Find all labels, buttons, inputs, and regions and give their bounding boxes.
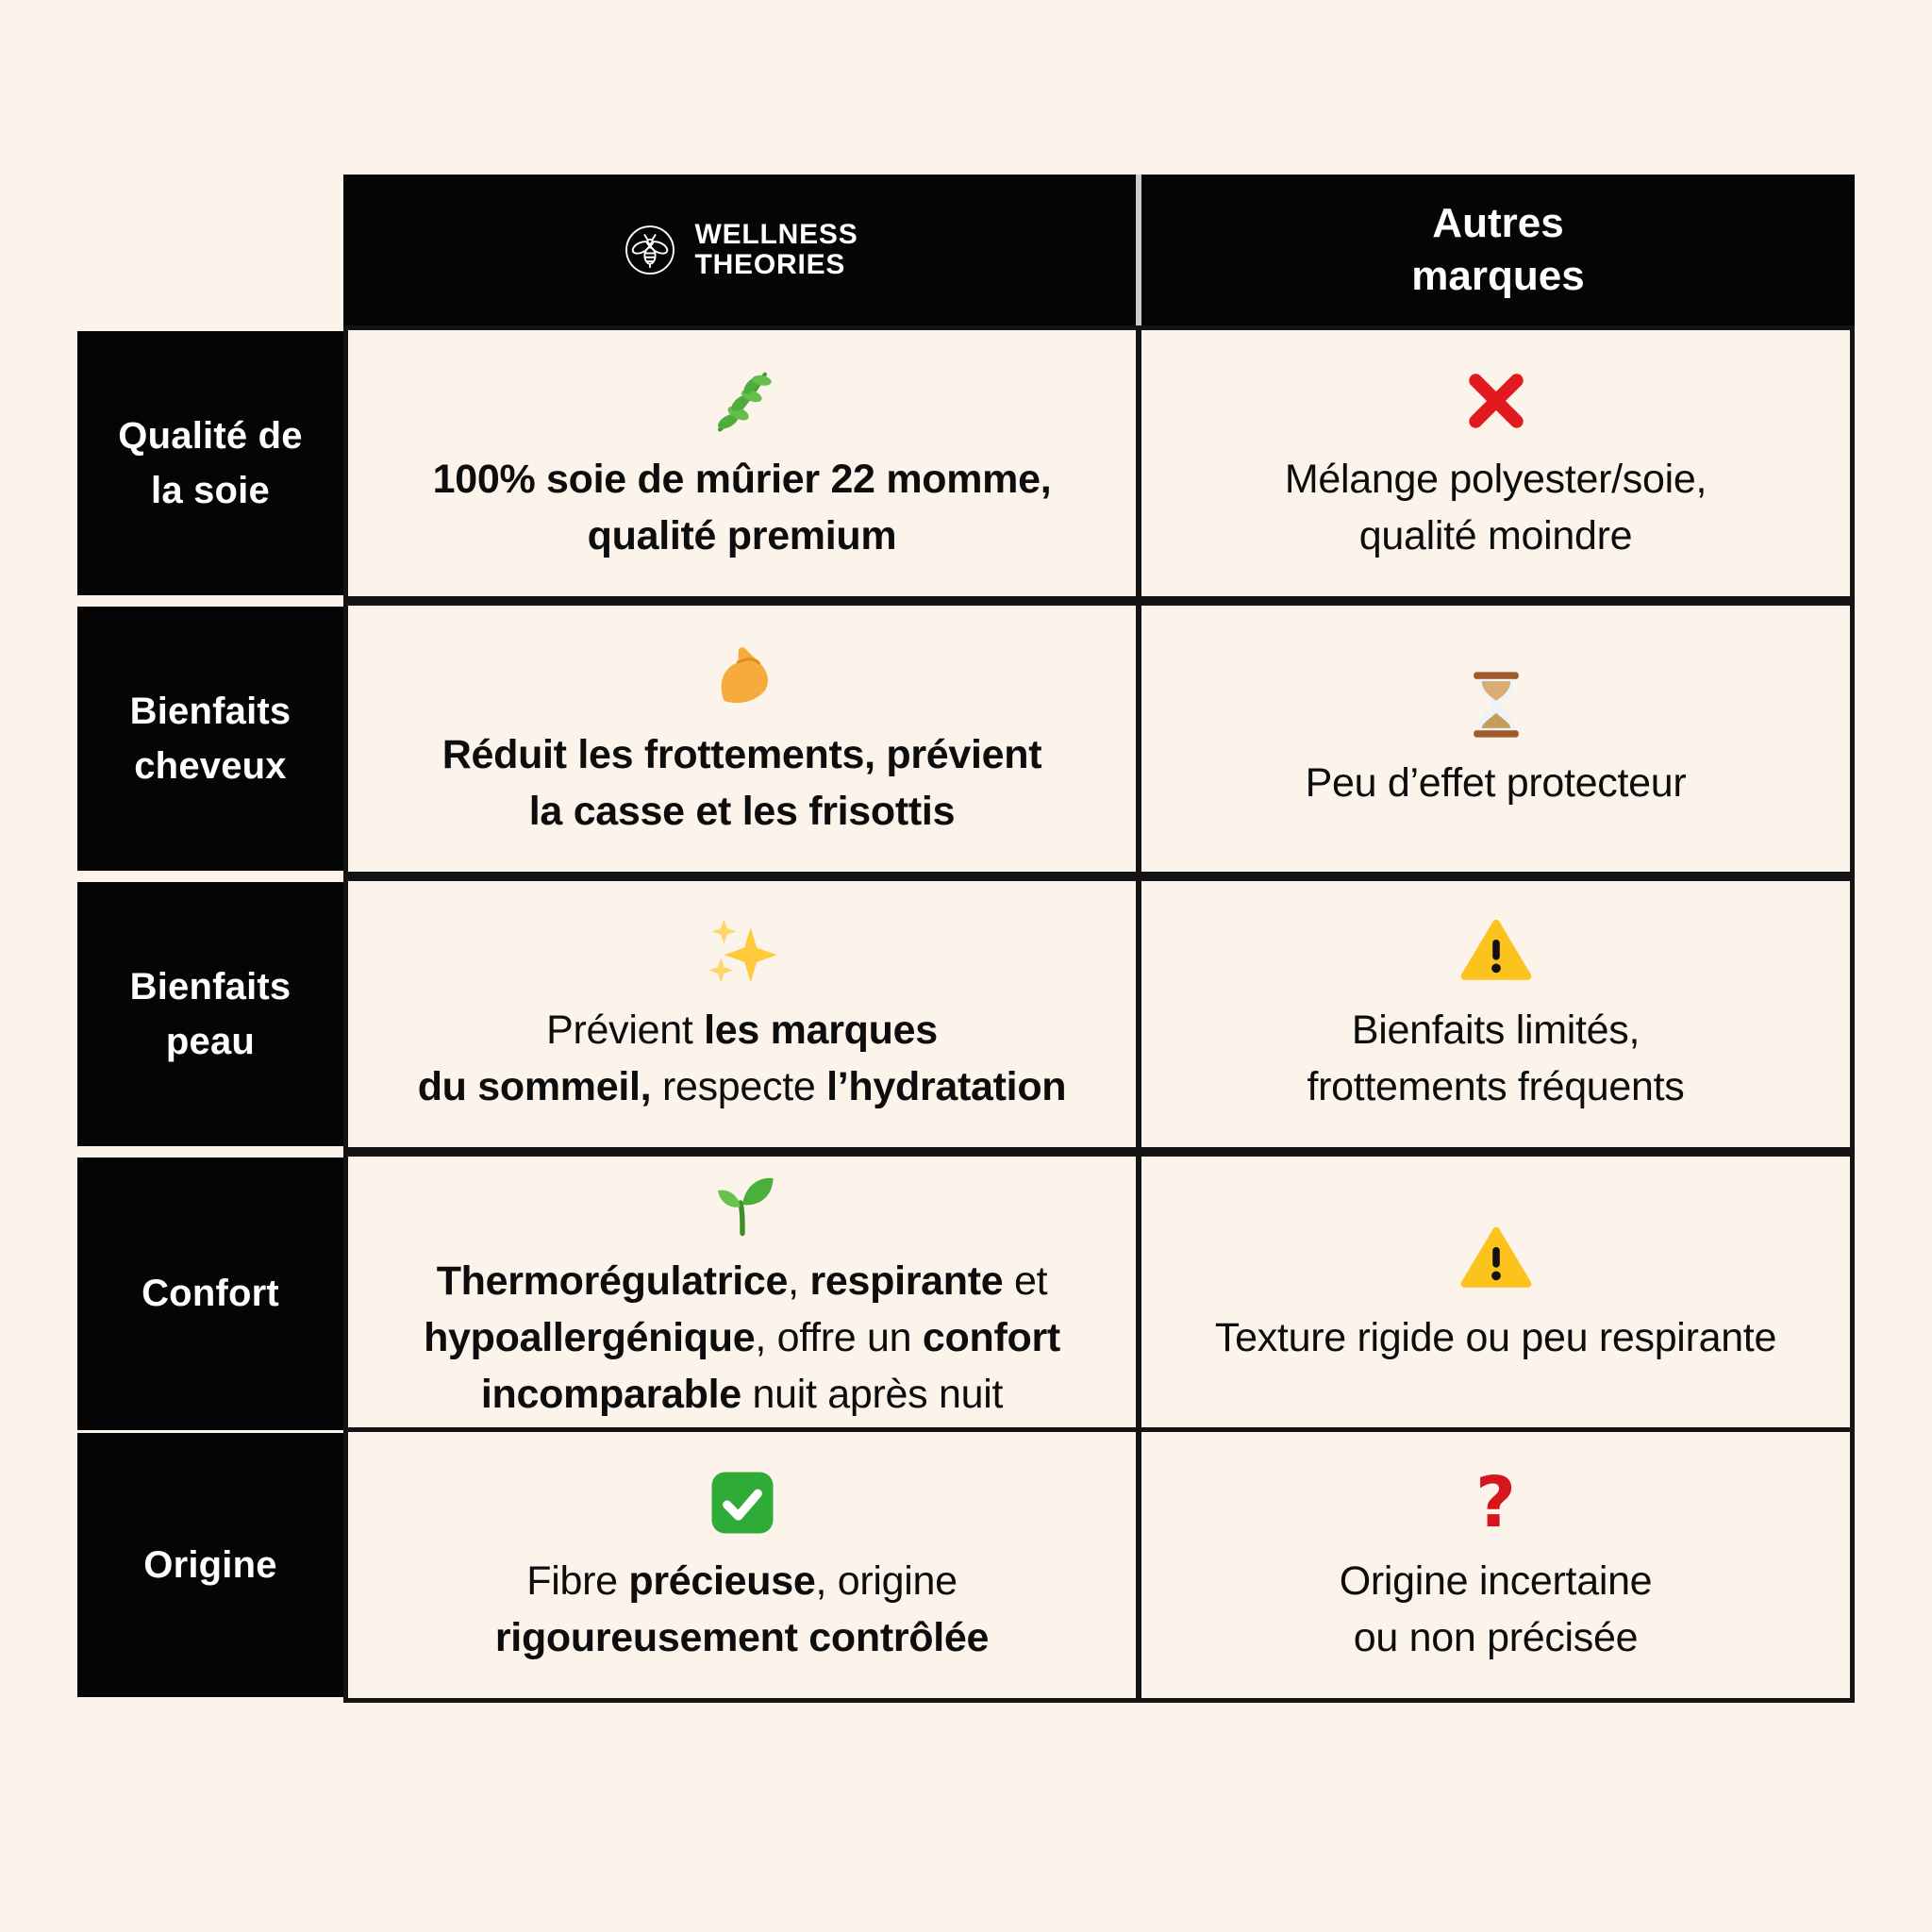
warning-icon (1459, 1221, 1533, 1298)
seedling-icon (706, 1164, 779, 1241)
row-label: Qualité de la soie (77, 331, 343, 595)
table-header-row: WELLNESS THEORIES Autres marques (77, 175, 1855, 325)
other-cell-text: Mélange polyester/soie, qualité moindre (1284, 456, 1707, 558)
biceps-icon (706, 638, 779, 715)
row-label: Bienfaits cheveux (77, 607, 343, 871)
table-row: Bienfaits peau Prévient les marques du s… (77, 876, 1855, 1152)
brand-cell-text: 100% soie de mûrier 22 momme, qualité pr… (432, 456, 1052, 558)
brand-cell: Prévient les marques du sommeil, respect… (343, 876, 1141, 1152)
hourglass-icon (1459, 666, 1533, 743)
brand-cell: Fibre précieuse, origine rigoureusement … (343, 1427, 1141, 1703)
brand-header-cell: WELLNESS THEORIES (343, 175, 1141, 325)
sparkles-icon (706, 913, 779, 991)
other-cell: Peu d’effet protecteur (1141, 601, 1855, 876)
other-cell-text: Bienfaits limités, frottements fréquents (1307, 1007, 1685, 1109)
brand-cell: Thermorégulatrice, respirante et hypoall… (343, 1152, 1141, 1436)
row-label: Confort (77, 1158, 343, 1430)
table-row: Qualité de la soie 100% soie de mûrier 2… (77, 325, 1855, 601)
brand-cell: Réduit les frottements, prévient la cass… (343, 601, 1141, 876)
brand-cell-text: Thermorégulatrice, respirante et hypoall… (424, 1258, 1060, 1418)
check-icon (706, 1464, 779, 1541)
brand-cell: 100% soie de mûrier 22 momme, qualité pr… (343, 325, 1141, 601)
brand-cell-text: Réduit les frottements, prévient la cass… (441, 731, 1042, 834)
other-cell: ? Origine incertaine ou non précisée (1141, 1427, 1855, 1703)
brand-name-line1: WELLNESS (694, 218, 858, 250)
bee-logo-icon (621, 221, 679, 279)
other-cell-text: Origine incertaine ou non précisée (1339, 1557, 1653, 1660)
table-row: Origine Fibre précieuse, origine rigoure… (77, 1427, 1855, 1703)
comparison-table: WELLNESS THEORIES Autres marques Qualité… (77, 175, 1855, 1703)
warning-icon (1459, 913, 1533, 991)
brand-name: WELLNESS THEORIES (694, 218, 858, 281)
herb-icon (706, 362, 779, 440)
brand-cell-text: Prévient les marques du sommeil, respect… (417, 1007, 1067, 1109)
other-cell-text: Texture rigide ou peu respirante (1214, 1315, 1777, 1361)
competitor-header-cell: Autres marques (1141, 175, 1855, 325)
brand-cell-text: Fibre précieuse, origine rigoureusement … (494, 1557, 990, 1660)
row-label: Bienfaits peau (77, 882, 343, 1146)
cross-icon (1459, 362, 1533, 440)
brand-name-line2: THEORIES (694, 249, 846, 280)
question-icon: ? (1475, 1461, 1516, 1543)
other-cell: Bienfaits limités, frottements fréquents (1141, 876, 1855, 1152)
other-cell: Texture rigide ou peu respirante (1141, 1152, 1855, 1436)
header-spacer (77, 175, 343, 325)
other-cell: Mélange polyester/soie, qualité moindre (1141, 325, 1855, 601)
table-body: Qualité de la soie 100% soie de mûrier 2… (77, 325, 1855, 1703)
row-label: Origine (77, 1433, 343, 1697)
other-cell-text: Peu d’effet protecteur (1305, 759, 1687, 806)
table-row: Confort Thermorégulatrice, respirante et… (77, 1152, 1855, 1436)
table-row: Bienfaits cheveux Réduit les frottements… (77, 601, 1855, 876)
